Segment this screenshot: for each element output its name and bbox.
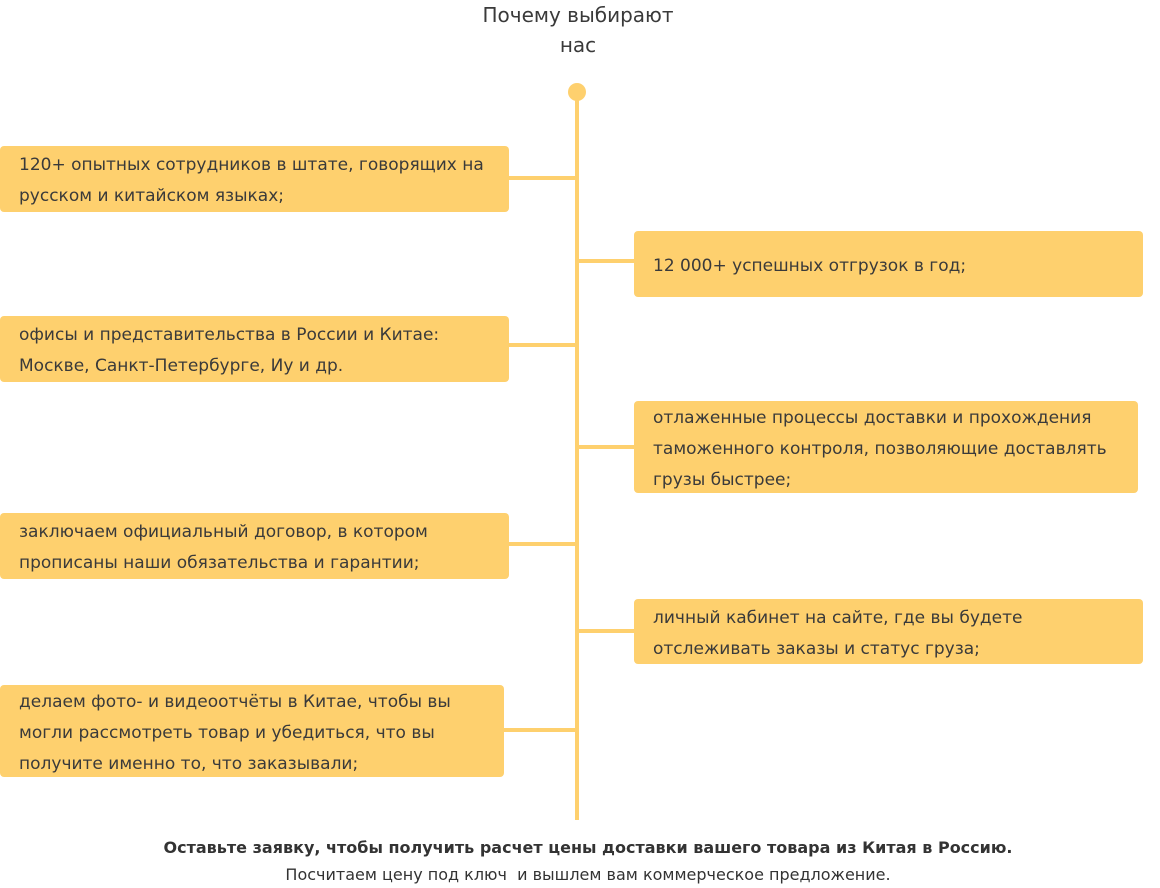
timeline-card-text: заключаем официальный договор, в котором…	[19, 522, 428, 573]
timeline-connector	[508, 343, 577, 347]
timeline-connector	[577, 445, 635, 449]
timeline-card-text: 120+ опытных сотрудников в штате, говоря…	[19, 155, 484, 206]
timeline-card-text: личный кабинет на сайте, где вы будете о…	[653, 607, 1023, 659]
timeline-card-text: офисы и представительства в России и Кит…	[19, 325, 440, 376]
timeline-card-left: делаем фото- и видеоотчёты в Китае, чтоб…	[0, 685, 504, 777]
timeline-connector	[508, 542, 577, 546]
section-title-line2: нас	[559, 33, 597, 57]
timeline-card-left: офисы и представительства в России и Кит…	[0, 316, 509, 382]
call-to-action: Оставьте заявку, чтобы получить расчет ц…	[0, 834, 1160, 888]
timeline-vertical-line	[575, 92, 579, 820]
timeline-card-text: 12 000+ успешных отгрузок в год;	[653, 255, 967, 276]
timeline-card-right: 12 000+ успешных отгрузок в год;	[634, 231, 1143, 297]
timeline-card-right: личный кабинет на сайте, где вы будете о…	[634, 599, 1143, 664]
timeline-card-right: отлаженные процессы доставки и прохожден…	[634, 401, 1138, 493]
call-to-action-heading: Оставьте заявку, чтобы получить расчет ц…	[163, 838, 1013, 857]
section-title-line1: Почему выбирают	[482, 3, 674, 27]
timeline-connector	[508, 176, 577, 180]
timeline-connector	[503, 728, 577, 732]
timeline-card-left: 120+ опытных сотрудников в штате, говоря…	[0, 146, 509, 212]
timeline-card-text: делаем фото- и видеоотчёты в Китае, чтоб…	[19, 691, 451, 774]
section-title: Почему выбирают нас	[478, 0, 678, 60]
timeline-card-left: заключаем официальный договор, в котором…	[0, 513, 509, 579]
call-to-action-subtext: Посчитаем цену под ключ и вышлем вам ком…	[285, 865, 891, 884]
timeline-connector	[577, 259, 635, 263]
timeline-card-text: отлаженные процессы доставки и прохожден…	[653, 407, 1107, 490]
timeline-connector	[577, 629, 635, 633]
